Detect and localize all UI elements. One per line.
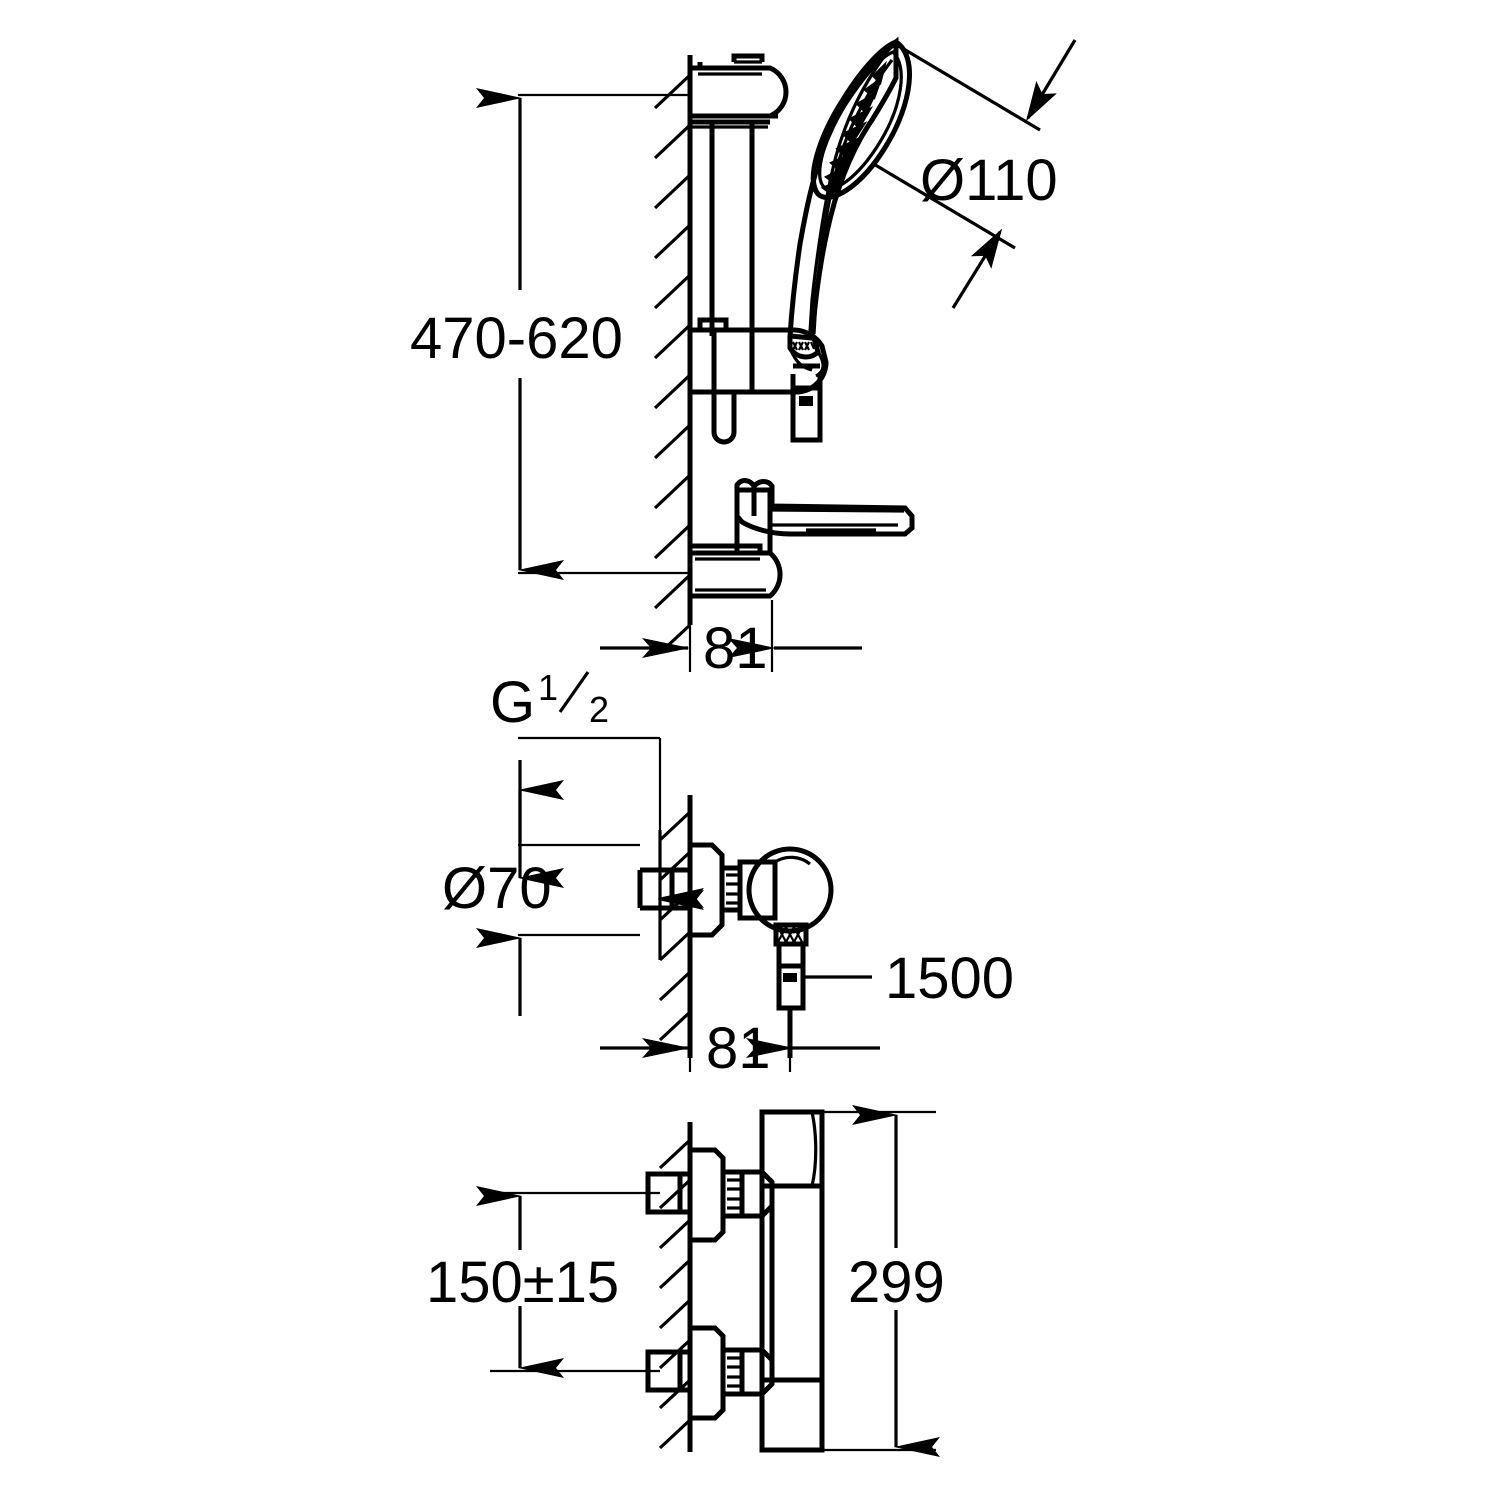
inlet-connection-lower xyxy=(645,1325,775,1421)
hand-shower-base xyxy=(787,336,825,378)
dim-rail-height-label: 470-620 xyxy=(410,306,623,371)
dim-projection-middle-label: 81 xyxy=(706,1016,771,1081)
view-top-shower-rail: 470-620 Ø110 81 xyxy=(410,36,1077,681)
view-bottom-thermostatic-mixer: 150±15 299 xyxy=(426,1105,945,1457)
dim-rosette-diameter: Ø70 xyxy=(442,780,640,1016)
dim-projection-middle: 81 xyxy=(600,1000,880,1081)
hose-connector-top xyxy=(790,363,823,443)
dim-inlet-centres-label: 150±15 xyxy=(426,1250,619,1315)
dim-shower-head-diameter: Ø110 xyxy=(871,39,1077,309)
knurl-pattern-nut xyxy=(777,926,803,943)
wall-hatching-bottom xyxy=(658,1138,692,1450)
single-lever-mixer-body xyxy=(722,846,834,1058)
knurl-pattern-base xyxy=(792,341,816,351)
view-middle-single-lever-mixer: G 1 2 Ø70 1500 xyxy=(442,667,1014,1081)
wall-middle xyxy=(658,795,693,1058)
shower-holder xyxy=(687,317,829,445)
wall-hatching-top xyxy=(653,73,692,653)
shower-spray-face xyxy=(810,39,912,200)
dim-body-height-label: 299 xyxy=(848,1250,945,1315)
single-lever-mixer-top-view xyxy=(687,478,915,599)
dim-inlet-centres: 150±15 xyxy=(426,1186,660,1378)
dim-shower-head-label: Ø110 xyxy=(920,148,1058,213)
wall-top xyxy=(653,55,693,653)
wall-bottom xyxy=(658,1122,693,1452)
spray-nozzle-pattern xyxy=(820,60,887,197)
dim-projection-top-label: 81 xyxy=(703,616,768,681)
dim-thread-g-label: G xyxy=(490,670,535,735)
wall-hatching-middle xyxy=(658,810,692,1042)
dim-rosette-diameter-label: Ø70 xyxy=(442,856,552,921)
dim-thread-numerator: 1 xyxy=(538,667,558,708)
dim-thread-g-half: G 1 2 xyxy=(490,667,704,960)
dim-hose-length-label: 1500 xyxy=(885,946,1014,1011)
dim-rail-height: 470-620 xyxy=(410,88,690,580)
slide-rail-bar xyxy=(709,122,755,336)
dim-projection-top: 81 xyxy=(600,600,862,681)
dim-body-height: 299 xyxy=(822,1105,945,1457)
slide-rail-upper-bracket xyxy=(687,53,789,129)
dim-thread-denominator: 2 xyxy=(589,689,609,730)
hand-shower xyxy=(787,36,912,378)
dim-hose-length: 1500 xyxy=(804,946,1014,1011)
thermostatic-mixer-body xyxy=(759,1109,825,1453)
